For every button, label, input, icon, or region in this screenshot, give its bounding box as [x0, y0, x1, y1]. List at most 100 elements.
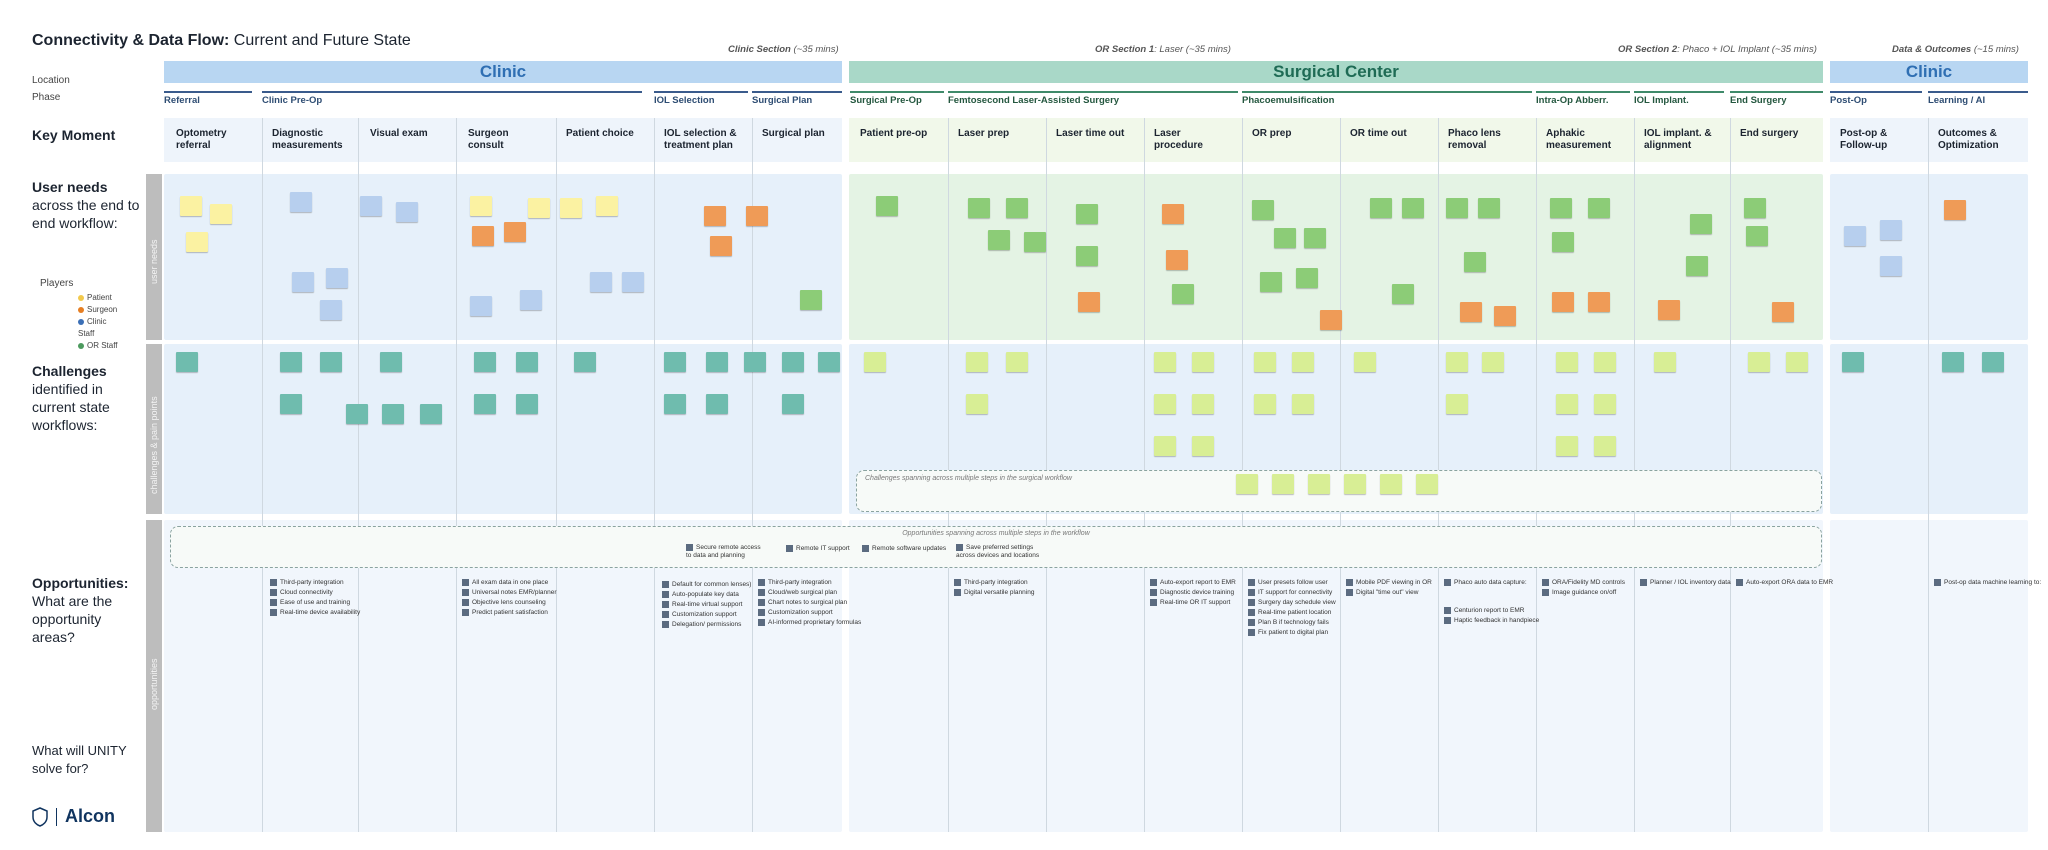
sticky-note	[1552, 292, 1574, 312]
sticky-note	[520, 290, 542, 310]
opportunity-item: Diagnostic device training	[1150, 588, 1236, 598]
sticky-note	[744, 352, 766, 372]
location-surgical-center: Surgical Center	[849, 61, 1823, 83]
sticky-note	[782, 352, 804, 372]
sticky-note	[1588, 292, 1610, 312]
sticky-note	[180, 196, 202, 216]
sticky-note	[1416, 474, 1438, 494]
opportunity-item: Third-party integration	[270, 578, 360, 588]
legend-or-staff: OR Staff	[78, 340, 120, 352]
sticky-note	[1154, 352, 1176, 372]
spanning-opp-save-settings: Save preferred settings across devices a…	[956, 544, 1040, 560]
sticky-note	[516, 394, 538, 414]
sticky-note	[1594, 352, 1616, 372]
sticky-note	[1478, 198, 1500, 218]
sticky-note	[470, 296, 492, 316]
key-moment-row-clinic	[164, 118, 842, 162]
sticky-note	[1006, 198, 1028, 218]
sticky-note	[1786, 352, 1808, 372]
col-divider	[1928, 118, 1929, 832]
lane-tab-user-needs: user needs	[146, 174, 162, 340]
opportunities-or-time-out: Mobile PDF viewing in OR Digital "time o…	[1346, 578, 1432, 598]
opportunities-iol-selection: Default for common lenses) Auto-populate…	[662, 580, 751, 630]
key-moment-phaco-lens-removal: Phaco lens removal	[1440, 122, 1532, 162]
sticky-note	[1380, 474, 1402, 494]
sticky-note	[1844, 226, 1866, 246]
opportunities-end-surgery: Auto-export ORA data to EMR	[1736, 578, 1833, 588]
phase-intraop-aberr: Intra-Op Abberr.	[1536, 91, 1630, 106]
phase-iol-selection: IOL Selection	[654, 91, 748, 106]
page-title: Connectivity & Data Flow: Current and Fu…	[32, 32, 411, 49]
sticky-note	[966, 394, 988, 414]
players-label: Players	[40, 278, 74, 289]
sticky-note	[360, 196, 382, 216]
col-divider	[752, 118, 753, 832]
challenges-lane-post	[1830, 344, 2028, 514]
sticky-note	[1686, 256, 1708, 276]
opportunity-item: User presets follow user	[1248, 578, 1336, 588]
sticky-note	[1272, 474, 1294, 494]
phase-end-surgery: End Surgery	[1730, 91, 1823, 106]
phase-iol-implant: IOL Implant.	[1634, 91, 1724, 106]
phase-post-op: Post-Op	[1830, 91, 1922, 106]
key-moment-or-time-out: OR time out	[1342, 122, 1434, 162]
opportunities-laser-prep: Third-party integration Digital versatil…	[954, 578, 1034, 598]
shield-icon	[32, 807, 48, 828]
sticky-note	[1942, 352, 1964, 372]
opportunities-spanning-box: Opportunities spanning across multiple s…	[170, 526, 1822, 568]
opportunity-item: Haptic feedback in handpiece	[1444, 616, 1539, 626]
sticky-note	[1292, 394, 1314, 414]
opportunities-spanning-caption: Opportunities spanning across multiple s…	[902, 530, 1090, 537]
sticky-note	[1304, 228, 1326, 248]
sticky-note	[1354, 352, 1376, 372]
sticky-note	[1944, 200, 1966, 220]
or-staff-icon	[78, 342, 84, 349]
sticky-note	[1446, 198, 1468, 218]
key-moment-patient-preop: Patient pre-op	[852, 122, 944, 162]
opportunity-item: All exam data in one place	[462, 578, 557, 588]
section-caption-or-phaco: OR Section 2: Phaco + IOL Implant (~35 m…	[1618, 44, 1817, 55]
sticky-note	[1078, 292, 1100, 312]
sticky-note	[396, 202, 418, 222]
sticky-note	[1746, 226, 1768, 246]
sticky-note	[326, 268, 348, 288]
opportunities-aphakic: ORA/Fidelity MD controls Image guidance …	[1542, 578, 1625, 598]
opportunity-item: Customization support	[758, 608, 861, 618]
sticky-note	[1172, 284, 1194, 304]
sticky-note	[176, 352, 198, 372]
sticky-note	[290, 192, 312, 212]
col-divider	[358, 118, 359, 832]
sticky-note	[1654, 352, 1676, 372]
user-needs-lane-clinic	[164, 174, 842, 340]
opportunity-item: Auto-populate key data	[662, 590, 751, 600]
opportunity-item: Third-party integration	[758, 578, 861, 588]
sticky-note	[472, 226, 494, 246]
sticky-note	[1550, 198, 1572, 218]
opportunity-item: Cloud connectivity	[270, 588, 360, 598]
sticky-note	[1446, 394, 1468, 414]
sticky-note	[1236, 474, 1258, 494]
sticky-note	[966, 352, 988, 372]
phase-phaco: Phacoemulsification	[1242, 91, 1532, 106]
opportunity-item: Ease of use and training	[270, 598, 360, 608]
sticky-note	[800, 290, 822, 310]
sticky-note	[420, 404, 442, 424]
opportunity-item: Customization support	[662, 610, 751, 620]
sticky-note	[1154, 394, 1176, 414]
opportunity-item: Predict patient satisfaction	[462, 608, 557, 618]
key-moment-laser-time-out: Laser time out	[1048, 122, 1140, 162]
col-divider	[556, 118, 557, 832]
sticky-note	[1842, 352, 1864, 372]
sticky-note	[474, 352, 496, 372]
sticky-note	[1162, 204, 1184, 224]
sticky-note	[710, 236, 732, 256]
sticky-note	[1192, 352, 1214, 372]
sticky-note	[706, 394, 728, 414]
opportunity-item: Phaco auto data capture:	[1444, 578, 1539, 588]
sticky-note	[1494, 306, 1516, 326]
opportunity-item: Real-time virtual support	[662, 600, 751, 610]
key-moment-iol-selection: IOL selection & treatment plan	[664, 128, 737, 151]
opportunity-item: Surgery day schedule view	[1248, 598, 1336, 608]
opportunity-item: Universal notes EMR/planner	[462, 588, 557, 598]
sticky-note	[1370, 198, 1392, 218]
